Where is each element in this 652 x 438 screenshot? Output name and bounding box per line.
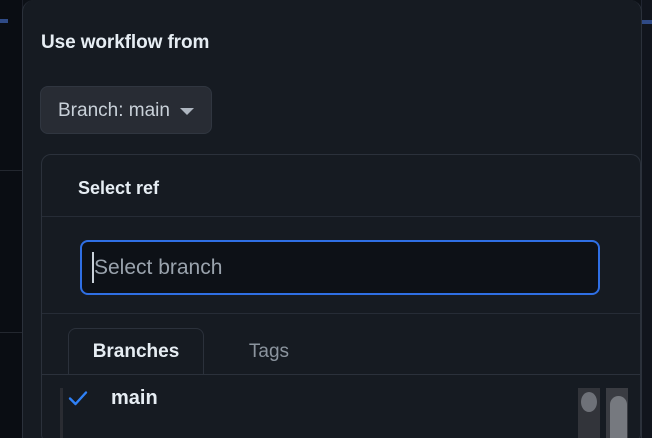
list-item-label: main [111, 387, 158, 409]
branch-list: main [42, 374, 640, 438]
branch-select-button[interactable]: Branch: main [40, 86, 212, 134]
right-accent-bar [642, 20, 652, 24]
text-cursor [92, 252, 94, 283]
scrollbar-track-primary[interactable] [578, 388, 600, 438]
scrollbar-track-secondary[interactable] [606, 388, 628, 438]
branch-select-label: Branch: main [58, 99, 170, 121]
page-right-edge [641, 0, 652, 438]
chevron-down-icon [179, 107, 194, 115]
left-divider-lower [0, 332, 22, 333]
select-ref-header: Select ref [42, 155, 640, 217]
ref-tablist: Branches Tags [42, 314, 640, 375]
search-input[interactable] [80, 240, 600, 295]
select-ref-panel: Select ref Branches Tags main [41, 154, 641, 438]
scrollbar-overlay[interactable] [578, 388, 644, 438]
check-icon [67, 387, 89, 409]
left-divider-upper [0, 170, 22, 171]
scrollbar-thumb-round[interactable] [581, 392, 597, 412]
run-workflow-dialog: Use workflow from Branch: main Select re… [22, 0, 642, 438]
page-left-edge [0, 0, 23, 438]
tab-tags[interactable]: Tags [248, 340, 290, 362]
left-accent-bar [0, 19, 8, 23]
tab-branches[interactable]: Branches [68, 328, 204, 375]
select-ref-title: Select ref [78, 178, 160, 198]
page-title: Use workflow from [41, 32, 210, 53]
scrollbar-thumb-pill[interactable] [610, 396, 627, 438]
scroll-edge-marker [60, 388, 63, 438]
select-ref-search-row [42, 217, 640, 314]
list-item[interactable]: main [42, 375, 640, 421]
